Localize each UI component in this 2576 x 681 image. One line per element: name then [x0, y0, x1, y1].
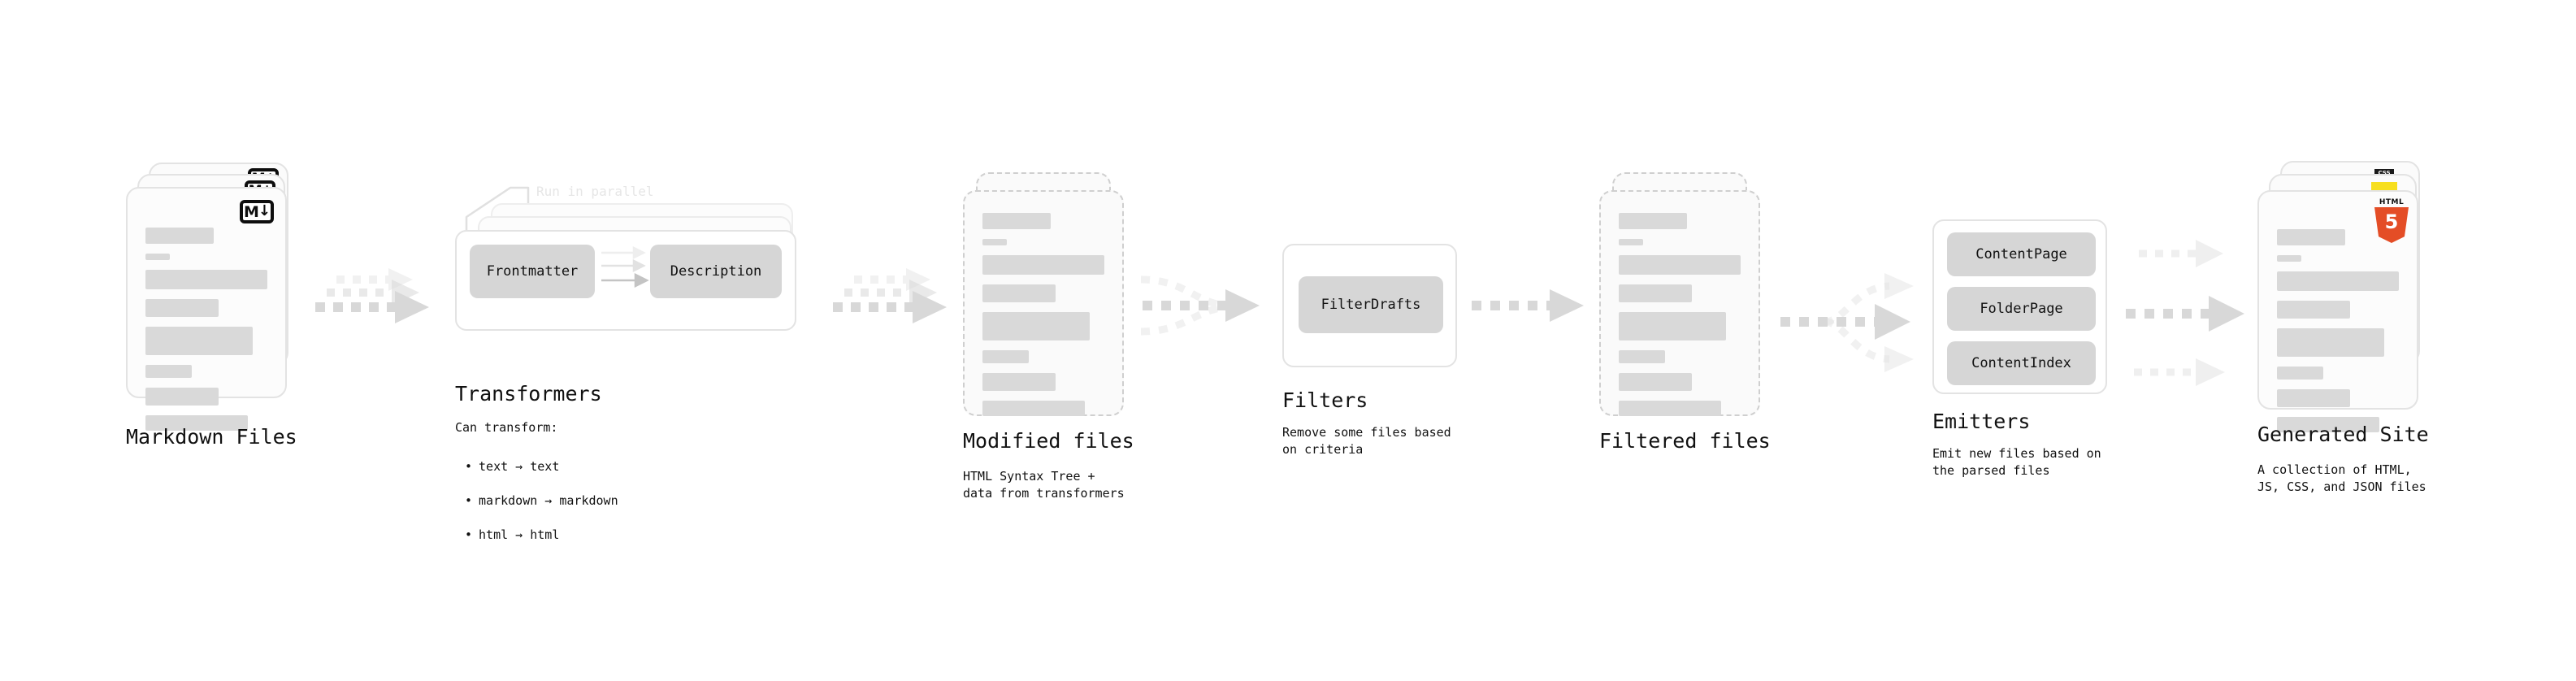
markdown-file-stack: M↓ M↓ M↓	[126, 163, 301, 431]
transformer-card-front: Frontmatter Description	[455, 230, 796, 331]
generated-site-skeleton	[2277, 229, 2399, 442]
html5-icon-label: HTML	[2379, 198, 2405, 206]
css-icon-label: CSS	[2378, 170, 2391, 176]
generated-site-file-stack: CSS HTML 5	[2257, 161, 2432, 432]
modified-files-subtext: HTML Syntax Tree + data from transformer…	[963, 469, 1125, 501]
transformer-pill-description[interactable]: Description	[650, 245, 782, 298]
transformer-pill-frontmatter[interactable]: Frontmatter	[470, 245, 595, 298]
emitter-pill-folderpage[interactable]: FolderPage	[1947, 287, 2096, 331]
emitters-box: ContentPage FolderPage ContentIndex	[1932, 219, 2107, 394]
html5-icon-shield: 5	[2374, 207, 2409, 243]
markdown-skeleton	[145, 228, 267, 440]
transformers-bullet-2: html → html	[465, 527, 618, 544]
emitters-subtext: Emit new files based on the parsed files	[1932, 446, 2101, 478]
modified-skeleton	[982, 213, 1104, 426]
stage-modified-files	[963, 172, 1138, 432]
transformers-subtext: Can transform:	[455, 420, 558, 435]
transformers-bullet-list: text → text markdown → markdown html → h…	[465, 441, 618, 561]
stage-generated-site: CSS HTML 5	[2257, 161, 2432, 432]
heading-generated-site: Generated Site	[2257, 423, 2429, 446]
heading-modified-files: Modified files	[963, 429, 1134, 453]
markdown-card-front: M↓	[126, 187, 287, 431]
filtered-card-front	[1599, 190, 1760, 416]
generated-site-subtext: A collection of HTML, JS, CSS, and JSON …	[2257, 462, 2426, 494]
transformer-inner-arrows	[601, 245, 649, 288]
site-card-front: HTML 5	[2257, 190, 2418, 432]
filtered-file-stack	[1599, 172, 1774, 432]
modified-file-stack	[963, 172, 1138, 432]
stage-filters: FilterDrafts	[1282, 244, 1457, 367]
filters-box: FilterDrafts	[1282, 244, 1457, 367]
filters-subtext: Remove some files based on criteria	[1282, 425, 1451, 457]
filter-pill-filterdrafts[interactable]: FilterDrafts	[1299, 276, 1443, 333]
transformers-bullet-0: text → text	[465, 458, 618, 475]
heading-markdown-files: Markdown Files	[126, 425, 297, 449]
heading-filters: Filters	[1282, 388, 1368, 412]
stage-markdown-files: M↓ M↓ M↓	[126, 163, 301, 431]
run-in-parallel-bracket	[465, 186, 530, 236]
transformers-bullet-1: markdown → markdown	[465, 492, 618, 510]
run-in-parallel-label: Run in parallel	[536, 184, 654, 199]
heading-filtered-files: Filtered files	[1599, 429, 1771, 453]
modified-card-front	[963, 190, 1124, 416]
emitter-pill-contentpage[interactable]: ContentPage	[1947, 232, 2096, 276]
heading-transformers: Transformers	[455, 382, 602, 406]
filtered-skeleton	[1619, 213, 1741, 426]
html5-icon: HTML 5	[2374, 198, 2409, 243]
stage-emitters: ContentPage FolderPage ContentIndex	[1932, 219, 2107, 394]
heading-emitters: Emitters	[1932, 410, 2031, 433]
emitter-pill-contentindex[interactable]: ContentIndex	[1947, 341, 2096, 385]
stage-filtered-files	[1599, 172, 1774, 432]
markdown-icon-front: M↓	[240, 200, 274, 223]
